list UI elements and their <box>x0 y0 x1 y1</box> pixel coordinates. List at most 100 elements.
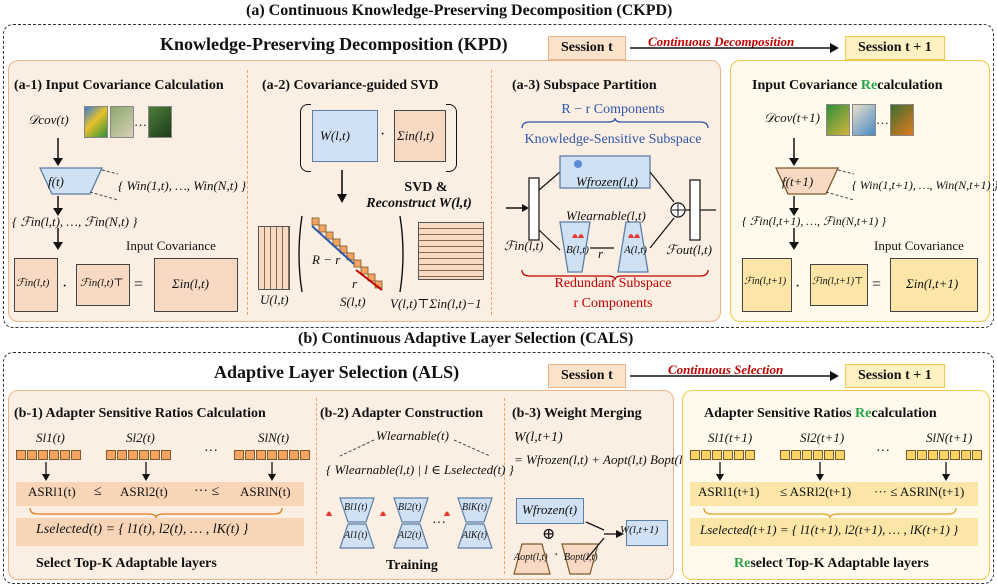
b1-title: (b-1) Adapter Sensitive Ratios Calculati… <box>14 406 266 421</box>
b2-adapters <box>326 497 493 549</box>
a2-v: V(l,t)⊤Σin(l,t)−1 <box>390 296 482 311</box>
session-t-tag-b: Session t <box>548 364 626 388</box>
a3-learnable: Wlearnable(l,t) <box>566 208 646 223</box>
b3-eq1: W(l,t+1) <box>514 430 563 445</box>
continuous-decomposition-label: Continuous Decomposition <box>648 34 795 49</box>
b3-dot: · <box>554 548 559 563</box>
recalc-fint: ℱin(l,t+1)⊤ <box>812 276 864 287</box>
a2-sigma: Σin(l,t) <box>397 128 434 143</box>
recalc-top-title: Input Covariance Recalculation <box>752 78 943 93</box>
a1-fin: ℱin(l,t) <box>16 277 50 289</box>
recalc-input-covariance-label: Input Covariance <box>874 238 964 253</box>
b1-asr2: ASRl2(t) <box>120 484 168 499</box>
a3-rr-components: R − r Components <box>561 102 665 117</box>
a3-network <box>506 155 716 273</box>
rb-dots: ··· <box>876 444 890 459</box>
b2-ak: AlK(t) <box>462 530 487 541</box>
a2-bracket-left <box>300 104 311 172</box>
b2-caption: Training <box>386 558 438 573</box>
b1-arrows <box>42 462 276 481</box>
image-thumb-bird <box>148 106 172 138</box>
a3-title: (a-3) Subspace Partition <box>512 78 657 93</box>
recalc-arrows <box>774 138 855 250</box>
a3-brace-top <box>521 118 709 129</box>
a2-title: (a-2) Covariance-guided SVD <box>262 78 439 93</box>
thumb-dots: … <box>134 114 147 129</box>
session-t1-tag-b: Session t + 1 <box>845 364 945 388</box>
a2-s-matrix <box>298 215 404 293</box>
b2-dash-lines <box>339 439 491 457</box>
a1-weights: { Win(1,t), …, Win(N,t) } <box>118 178 247 193</box>
b1-s2: Sl2(t) <box>126 430 155 445</box>
a2-v-matrix <box>418 222 484 280</box>
recalc-sigma: Σin(l,t+1) <box>906 276 959 291</box>
selection-arrow <box>630 371 839 381</box>
a1-features: { ℱin(l,t), …, ℱin(N,t) } <box>12 214 138 229</box>
a2-sigma-box <box>394 110 446 162</box>
image-thumb-dog <box>110 106 134 138</box>
a1-sigma-box <box>154 258 238 312</box>
a1-fint: ℱin(l,t)⊤ <box>80 277 124 289</box>
a1-dcov: 𝒟cov(t) <box>28 112 69 127</box>
a3-r: r <box>598 246 604 261</box>
a3-r-components: r Components <box>573 296 653 311</box>
recalc-fin-box <box>742 258 792 312</box>
rb-caption: Reselect Top-K Adaptable layers <box>734 556 929 571</box>
a2-svd: SVD & <box>404 180 448 195</box>
recalc-sigma-box <box>890 258 978 312</box>
a1-sigma: Σin(l,t) <box>172 276 209 291</box>
b1-lsel: Lselected(t) = { l1(t), l2(t), … , lK(t)… <box>36 522 249 537</box>
rb-arrows <box>716 462 950 481</box>
a2-w: W(l,t) <box>320 128 350 143</box>
image-thumb-parrot <box>84 106 108 138</box>
recalc-thumb-bird3 <box>890 104 914 136</box>
rb-le1: ≤ ASRl2(t+1) <box>780 484 852 499</box>
recalc-dcov: 𝒟cov(t+1) <box>764 110 820 125</box>
b2-set: { Wlearnable(l,t) | l ∈ Lselected(t) } <box>326 462 514 477</box>
b3-shapes <box>513 521 624 575</box>
b3-eq2: = Wfrozen(l,t) + Aopt(l,t) Bopt(l,t) <box>514 452 694 467</box>
b1-cells-1 <box>16 450 81 460</box>
rb-cells-n <box>906 450 982 460</box>
a3-brace-bottom <box>521 269 709 280</box>
b1-sn: SlN(t) <box>258 430 290 445</box>
a2-dot: · <box>380 126 386 143</box>
rb-sn: SlN(t+1) <box>926 430 973 445</box>
recalc-weights: { Win(1,t+1), …, Win(N,t+1) } <box>852 178 997 192</box>
a1-dot: · <box>62 278 68 295</box>
section-a-title: (a) Continuous Knowledge-Preserving Deco… <box>246 2 673 19</box>
rb-brace <box>703 507 957 518</box>
recalc-fin: ℱin(l,t+1) <box>744 276 787 287</box>
divider-a2-a3 <box>491 70 492 315</box>
b1-caption: Select Top-K Adaptable layers <box>36 556 217 571</box>
b1-le2: ··· ≤ <box>194 484 220 499</box>
rb-lsel: Lselected(t+1) = { l1(t+1), l2(t+1), … ,… <box>700 522 959 537</box>
divider-a1-a2 <box>247 70 248 315</box>
a3-b: B(l,t) <box>566 244 589 256</box>
rb-s1: Sl1(t+1) <box>708 430 753 445</box>
b1-asr-band <box>16 482 304 506</box>
a3-fin: ℱin(l,t) <box>504 238 544 253</box>
b1-dots: ··· <box>204 444 218 459</box>
rb-lsel-band <box>690 518 978 546</box>
b2-a1: Al1(t) <box>344 530 368 541</box>
divider-b2-b3 <box>504 398 505 574</box>
b1-s1: Sl1(t) <box>36 430 65 445</box>
rb-asr-band <box>690 482 978 506</box>
b1-asrn: ASRlN(t) <box>240 484 291 499</box>
a3-a: A(l,t) <box>624 244 647 256</box>
b2-wl: Wlearnable(t) <box>376 428 449 443</box>
session-t-tag: Session t <box>548 36 626 60</box>
session-t1-tag: Session t + 1 <box>845 36 945 60</box>
rb-cells-2 <box>780 450 845 460</box>
a2-reconstruct: Reconstruct W(l,t) <box>366 196 472 211</box>
a2-down-arrow <box>337 170 347 203</box>
als-title: Adaptive Layer Selection (ALS) <box>214 362 460 382</box>
kpd-title: Knowledge-Preserving Decomposition (KPD) <box>160 34 508 54</box>
a1-fin-box <box>14 258 58 312</box>
divider-b1-b2 <box>316 398 317 574</box>
a3-fout: ℱout(l,t) <box>666 242 712 257</box>
a2-rminus: R − r <box>312 252 341 267</box>
b2-dots: ··· <box>432 516 446 531</box>
a2-bracket-right <box>446 104 457 172</box>
